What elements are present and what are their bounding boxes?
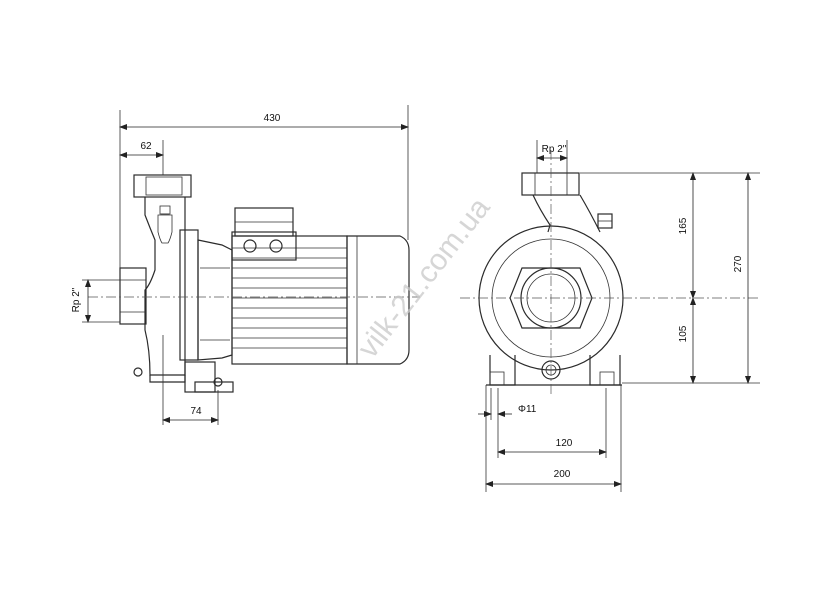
dim-base-width: 200 (554, 469, 571, 480)
side-view: 430 62 Rp 2" 74 (71, 105, 420, 425)
dim-suction-thread: Rp 2" (71, 287, 82, 312)
dim-foot-length: 74 (190, 406, 202, 417)
dim-hole-diameter: Φ11 (518, 404, 537, 415)
dim-overall-length: 430 (264, 113, 281, 124)
front-view: Rp 2" 165 105 270 (460, 140, 760, 492)
dim-height-lower: 105 (678, 325, 689, 342)
motor-fins (232, 247, 347, 349)
dim-discharge-thread: Rp 2" (542, 144, 567, 155)
watermark: vilk-21.com.ua (352, 191, 497, 364)
dim-height-upper: 165 (678, 217, 689, 234)
dim-inlet-offset: 62 (140, 141, 152, 152)
dim-overall-height: 270 (733, 255, 744, 272)
dim-foot-spacing: 120 (556, 438, 573, 449)
